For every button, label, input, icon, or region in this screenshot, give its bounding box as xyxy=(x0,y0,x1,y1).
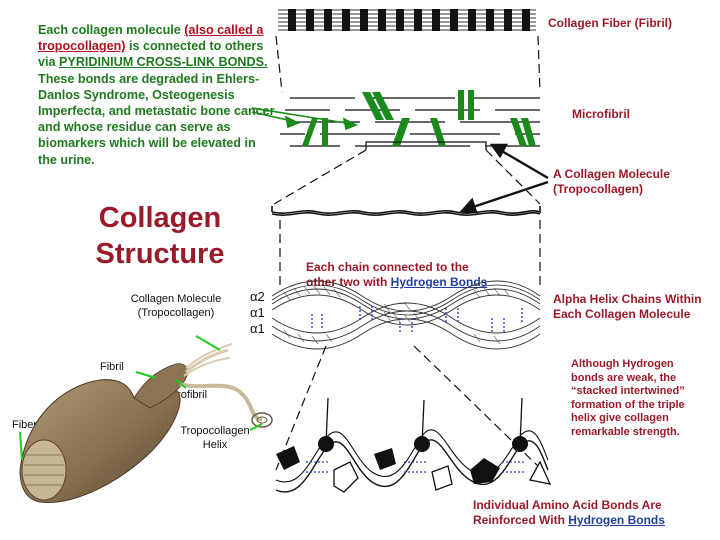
illus-label-tropocollagen-helix: Tropocollagen Helix xyxy=(180,425,250,451)
hydrogen-bond-note: Although Hydrogen bonds are weak, the “s… xyxy=(571,358,685,438)
page-title: Collagen Structure xyxy=(60,200,260,272)
molecule-arrows xyxy=(459,143,549,214)
intro-text-3: is connected to others via xyxy=(38,39,264,70)
triple-helix xyxy=(271,280,541,350)
chain-text-line-1: Each chain connected to the xyxy=(306,260,469,274)
illustration-pointers xyxy=(19,335,263,461)
label-microfibril: Microfibril xyxy=(572,107,631,121)
label-collagen-molecule: A Collagen Molecule (Tropocollagen) xyxy=(553,167,670,197)
hydrogen-bonds-link[interactable]: Hydrogen Bonds xyxy=(390,275,488,289)
zoom-lines-2 xyxy=(273,149,541,205)
fiber-illustration xyxy=(19,343,273,504)
label-collagen-fiber: Collagen Fiber (Fibril) xyxy=(548,16,673,30)
label-collagen-molecule-line-1: A Collagen Molecule xyxy=(553,167,670,181)
amino-acid-chain xyxy=(275,397,552,493)
intro-arrows xyxy=(251,107,358,131)
title-line-2: Structure xyxy=(95,238,225,270)
label-chain-connection: Each chain connected to the other two wi… xyxy=(306,260,546,290)
microfibril-drawing xyxy=(280,90,540,150)
tropocollagen-molecule xyxy=(271,206,541,216)
amino-text-2: Reinforced With xyxy=(473,513,569,527)
intro-text-5: These bonds are degraded in Ehlers-Danlo… xyxy=(38,71,275,167)
intro-text-1: Each collagen molecule xyxy=(38,23,185,37)
zoom-lines-4 xyxy=(275,345,541,471)
title-line-1: Collagen xyxy=(98,202,222,234)
label-alpha-helix: Alpha Helix Chains Within Each Collagen … xyxy=(553,292,702,321)
illus-label-fiber: Fiber xyxy=(12,419,38,431)
intro-text-crosslink: PYRIDINIUM CROSS-LINK BONDS. xyxy=(59,55,268,70)
alpha-1-label-b: α1 xyxy=(250,321,265,336)
illus-label-fibril: Fibril xyxy=(100,361,124,373)
amino-hydrogen-bonds-link[interactable]: Hydrogen Bonds xyxy=(568,513,665,527)
fiber-fibril-strands xyxy=(276,8,538,34)
label-collagen-molecule-line-2: (Tropocollagen) xyxy=(553,182,643,196)
intro-text-tropocollagen: (also called a tropocollagen) xyxy=(38,23,264,54)
amino-text-line-1: Individual Amino Acid Bonds Are xyxy=(473,498,662,512)
alpha-1-label-a: α1 xyxy=(250,305,265,320)
illus-label-collagen-molecule: Collagen Molecule (Tropocollagen) xyxy=(130,293,222,319)
zoom-lines-1 xyxy=(275,35,541,93)
alpha-2-label: α2 xyxy=(250,289,265,304)
label-amino-acid-bonds: Individual Amino Acid Bonds Are Reinforc… xyxy=(473,498,713,528)
zoom-lines-3 xyxy=(279,220,541,290)
intro-paragraph: Each collagen molecule (also called a tr… xyxy=(38,22,276,168)
amino-text-line-2: Reinforced With Hydrogen Bonds xyxy=(473,513,713,528)
